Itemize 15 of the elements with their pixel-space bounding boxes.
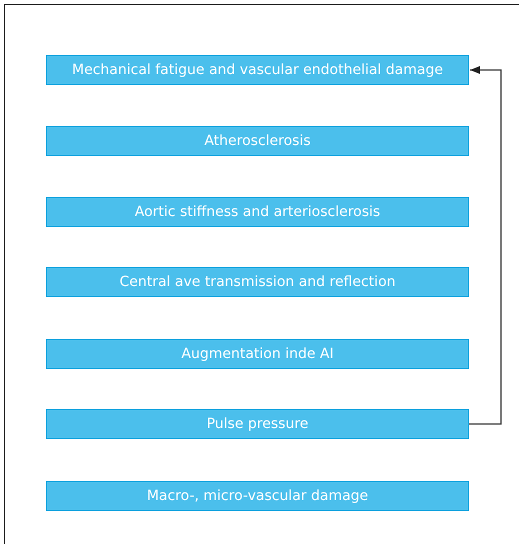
box-label: Augmentation inde AI <box>181 346 334 362</box>
process-box <box>46 339 469 369</box>
process-box <box>46 267 469 297</box>
process-box <box>46 481 469 511</box>
process-box <box>46 197 469 227</box>
box-label: Atherosclerosis <box>204 133 311 149</box>
box-label: Macro-, micro-vascular damage <box>146 488 368 504</box>
feedback-arrow <box>469 66 502 425</box>
box-label: Pulse pressure <box>206 416 308 432</box>
process-box <box>46 55 469 85</box>
process-box <box>46 409 469 439</box>
box-label: Mechanical fatigue and vascular endothelial damage <box>72 62 443 78</box>
box-label: Central ave transmission and reflection <box>119 274 396 290</box>
box-label: Aortic stiffness and arteriosclerosis <box>134 204 380 220</box>
process-box <box>46 126 469 156</box>
